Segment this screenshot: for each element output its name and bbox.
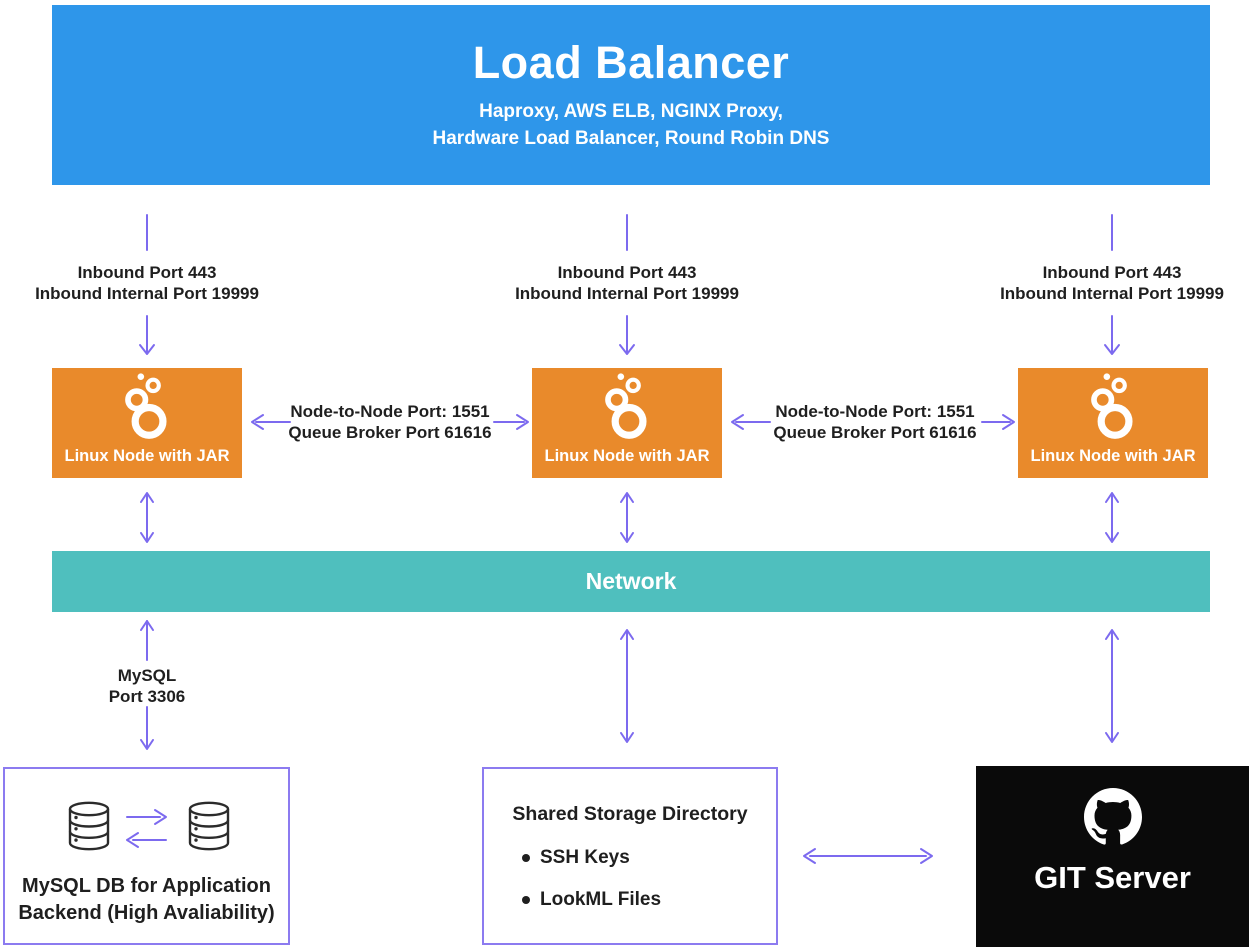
linux-node-box-middle: Linux Node with JAR <box>532 368 722 478</box>
linux-node-label: Linux Node with JAR <box>64 447 230 465</box>
node-network-arrow-right <box>1105 492 1119 543</box>
network-storage-arrow <box>620 629 634 743</box>
node-network-arrow-left <box>140 492 154 543</box>
node-link-line1: Node-to-Node Port: 1551 <box>775 402 975 421</box>
linux-node-box-left: Linux Node with JAR <box>52 368 242 478</box>
inbound-port-line2: Inbound Internal Port 19999 <box>35 284 259 303</box>
load-balancer-title: Load Balancer <box>472 37 790 88</box>
shared-storage-box: Shared Storage Directory SSH Keys LookML… <box>482 767 778 945</box>
load-balancer-subtitle-line2: Hardware Load Balancer, Round Robin DNS <box>432 128 830 149</box>
node-link-label-1: Node-to-Node Port: 1551 Queue Broker Por… <box>275 401 505 443</box>
storage-item-ssh-keys: SSH Keys <box>522 847 630 869</box>
mysql-db-box: MySQL DB for Application Backend (High A… <box>3 767 290 945</box>
inbound-ports-label-right: Inbound Port 443 Inbound Internal Port 1… <box>952 262 1251 304</box>
git-server-label: GIT Server <box>1034 860 1191 895</box>
storage-item-label: SSH Keys <box>540 847 630 868</box>
database-icon <box>188 801 230 851</box>
inbound-port-line2: Inbound Internal Port 19999 <box>1000 284 1224 303</box>
inbound-ports-label-middle: Inbound Port 443 Inbound Internal Port 1… <box>467 262 787 304</box>
node-network-arrow-middle <box>620 492 634 543</box>
mysql-port-label: MySQL Port 3306 <box>47 665 247 707</box>
node-link-label-2: Node-to-Node Port: 1551 Queue Broker Por… <box>760 401 990 443</box>
inbound-port-line1: Inbound Port 443 <box>1042 263 1182 282</box>
storage-item-label: LookML Files <box>540 889 662 910</box>
bullet-icon <box>522 854 530 862</box>
inbound-port-line1: Inbound Port 443 <box>557 263 697 282</box>
mysql-link-line1: MySQL <box>117 666 177 685</box>
looker-circles-icon <box>605 373 647 439</box>
network-git-arrow <box>1105 629 1119 743</box>
mysql-db-caption: MySQL DB for Application Backend (High A… <box>5 873 288 927</box>
database-icon <box>68 801 110 851</box>
inbound-port-line1: Inbound Port 443 <box>77 263 217 282</box>
bullet-icon <box>522 896 530 904</box>
linux-node-box-right: Linux Node with JAR <box>1018 368 1208 478</box>
node-link-line1: Node-to-Node Port: 1551 <box>290 402 490 421</box>
mysql-db-caption-line2: Backend (High Avaliability) <box>18 902 275 924</box>
linux-node-label: Linux Node with JAR <box>544 447 710 465</box>
inbound-port-line2: Inbound Internal Port 19999 <box>515 284 739 303</box>
network-label: Network <box>585 568 677 594</box>
mysql-db-caption-line1: MySQL DB for Application <box>22 875 271 897</box>
git-server-box: GIT Server <box>976 766 1249 947</box>
load-balancer-box: Load Balancer Haproxy, AWS ELB, NGINX Pr… <box>52 5 1210 185</box>
node-link-line2: Queue Broker Port 61616 <box>288 423 492 442</box>
inbound-ports-label-left: Inbound Port 443 Inbound Internal Port 1… <box>0 262 307 304</box>
linux-node-label: Linux Node with JAR <box>1030 447 1196 465</box>
storage-git-arrow <box>803 848 933 864</box>
storage-item-lookml-files: LookML Files <box>522 889 661 911</box>
network-bar: Network <box>52 551 1210 612</box>
load-balancer-subtitle-line1: Haproxy, AWS ELB, NGINX Proxy, <box>479 101 783 122</box>
looker-circles-icon <box>1091 373 1133 439</box>
shared-storage-title: Shared Storage Directory <box>512 803 748 825</box>
github-icon <box>1083 788 1142 845</box>
mysql-link-line2: Port 3306 <box>108 687 186 706</box>
node-link-line2: Queue Broker Port 61616 <box>773 423 977 442</box>
looker-circles-icon <box>125 373 167 439</box>
